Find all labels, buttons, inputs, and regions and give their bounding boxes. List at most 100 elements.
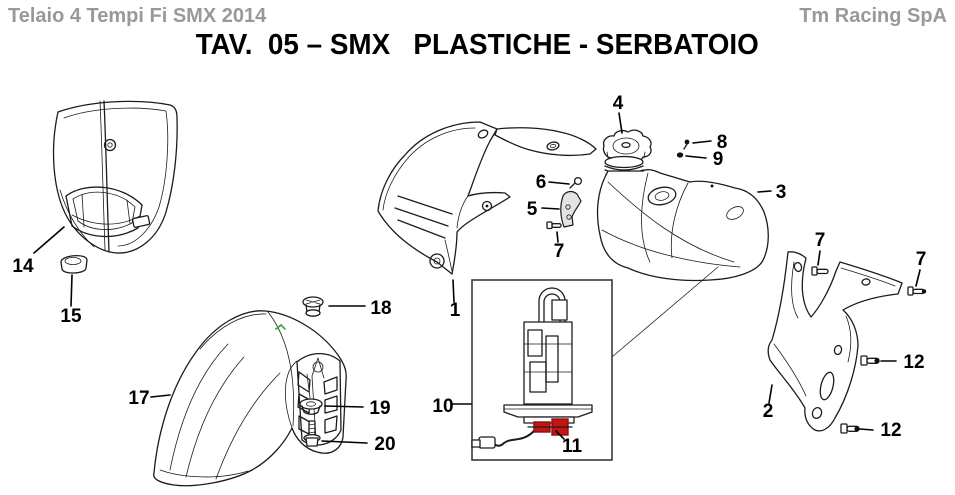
bolt-12b: [840, 423, 860, 434]
callout-leader-lines: [33, 112, 921, 444]
fender-ridge-1: [169, 343, 229, 471]
model-header: Telaio 4 Tempi Fi SMX 2014: [8, 5, 267, 27]
leader-15: [70, 274, 73, 307]
tank-hump-seam: [670, 182, 689, 259]
shroud-louver-3: [397, 219, 446, 239]
cap-skirt: [606, 151, 646, 159]
callout-18: 18: [370, 298, 391, 319]
fender-ridge-2: [185, 356, 245, 478]
leader-11: [555, 430, 565, 440]
callout-7-shroud: 7: [554, 241, 565, 262]
tank-hump-dot: [710, 184, 714, 188]
plate-center-seam: [103, 100, 110, 253]
callout-11: 11: [562, 436, 583, 457]
leader-12b: [859, 428, 874, 431]
neck-ring-top: [604, 155, 644, 169]
callout-6: 6: [536, 172, 547, 193]
bracket-5-hole-1: [565, 204, 571, 210]
screw-7b-shaft: [816, 268, 829, 275]
table-title-row: TAV. 05 – SMX PLASTICHE - SERBATOIO: [0, 29, 955, 62]
leader-7b: [817, 250, 821, 266]
leader-5: [541, 207, 560, 210]
plate-shadow-line: [59, 189, 95, 248]
plate-aperture-strut-right: [126, 199, 131, 225]
pump-top-bracket: [551, 299, 568, 321]
vent-slot-5: [324, 395, 338, 414]
fender-mount-dome: [312, 361, 324, 373]
screw-7c-head: [907, 286, 914, 296]
vent-slot-6: [324, 415, 338, 434]
vent-slot-4: [323, 376, 338, 395]
vent-slot-2: [297, 393, 311, 414]
tank-contour-3: [641, 172, 651, 263]
screw-7a-shaft: [551, 223, 562, 228]
callout-19: 19: [369, 398, 390, 419]
shroud-tail-inner: [444, 239, 453, 272]
neck-thread-1: [604, 165, 644, 171]
bracket-2-slot: [819, 371, 835, 401]
shroud-main-blade: [377, 121, 511, 275]
front-fender: [153, 310, 347, 487]
screw-7a-head: [546, 221, 553, 230]
leader-14: [33, 226, 65, 254]
callout-20: 20: [374, 434, 395, 455]
pump-flange: [503, 404, 593, 418]
leader-8: [692, 140, 712, 144]
leader-20: [321, 440, 368, 444]
cap-center-hole: [621, 141, 631, 149]
leader-1: [452, 279, 455, 303]
cap-inner-ring: [612, 137, 640, 155]
plate-grommet: [60, 255, 88, 274]
mount-head-slots: [305, 299, 321, 305]
side-bracket-group: [767, 251, 927, 434]
callout-14: 14: [12, 256, 34, 277]
tank-side-recess: [726, 206, 744, 220]
grommet-hole: [64, 256, 82, 265]
shroud-rear-hole: [546, 141, 560, 151]
callout-9: 9: [713, 149, 724, 170]
plate-latch: [131, 215, 151, 228]
plate-center-seam-2: [99, 100, 106, 251]
screw-7c-tip: [921, 289, 927, 294]
fender-vent-rib: [311, 357, 325, 441]
callout-3: 3: [776, 182, 787, 203]
leader-4: [618, 112, 623, 134]
bracket-5-hole-2: [566, 214, 572, 220]
rubber-mount-fastener: [302, 296, 324, 317]
shroud-lobe-seam: [456, 195, 469, 229]
radiator-shroud: [377, 121, 597, 275]
bracket-2-left-arm-inner: [791, 261, 799, 319]
tank-to-box-leader: [611, 266, 719, 358]
nut-hole: [306, 401, 316, 407]
bracket-2-hole-arm: [861, 278, 871, 286]
pump-body-detail-1: [527, 329, 543, 357]
bracket-2-hole-mid: [833, 344, 843, 356]
callout-labels: 14 15 17 18 19 20 1 10 11 4 8 9 3 6 5 7 …: [12, 93, 926, 457]
callout-8: 8: [717, 132, 728, 153]
callout-12-upper: 12: [903, 352, 924, 373]
shroud-left-edge-inner: [382, 127, 476, 211]
leader-19: [324, 405, 364, 408]
bolt-12b-head: [840, 423, 848, 434]
bolt-head: [305, 437, 319, 447]
leader-6: [548, 181, 570, 185]
screw-8-shaft: [683, 143, 688, 150]
plate-vent-hole-inner: [107, 142, 113, 148]
plate-aperture-inner: [72, 191, 136, 230]
tank-screw-8: [683, 139, 690, 150]
callout-12-lower: 12: [880, 420, 901, 441]
screw-7b-head: [811, 266, 818, 276]
shroud-bracket-group: [546, 176, 583, 230]
shroud-top-hole: [477, 129, 489, 139]
leader-7c: [915, 269, 921, 287]
bolt-12a-tip: [874, 358, 880, 364]
callout-10: 10: [432, 396, 453, 417]
tank-front-opening-inner: [654, 191, 670, 201]
callout-15: 15: [60, 306, 82, 327]
leader-9: [685, 155, 707, 159]
bolt-12a: [860, 355, 880, 366]
bracket-2-lobe-inner: [845, 315, 852, 363]
bolt-12b-tip: [854, 426, 860, 432]
